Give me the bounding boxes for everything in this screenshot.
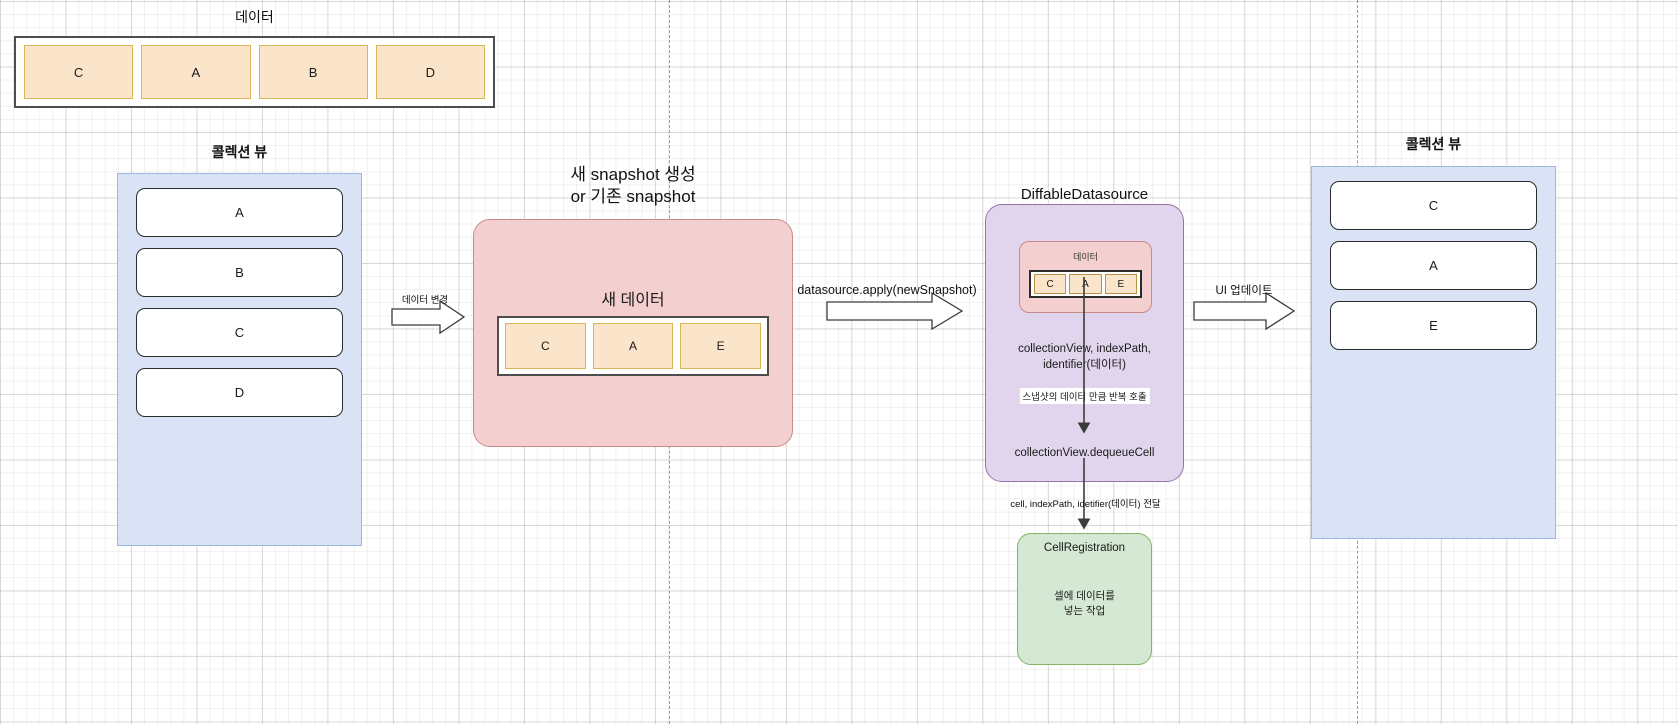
cell-registration-box: CellRegistration 셀에 데이터를 넣는 작업 [1017,533,1152,665]
data-chip: A [141,45,251,99]
datasource-chip: E [1104,274,1137,294]
cell-registration-body: 셀에 데이터를 넣는 작업 [1054,590,1115,617]
snapshot-chip: C [505,323,586,369]
datasource-chip: A [1069,274,1102,294]
data-chip: B [258,45,368,99]
arrow-cell-pass-label: cell, indexPath, idetifier(데이터) 전달 [1010,499,1161,510]
arrow-apply-label: datasource.apply(newSnapshot) [797,283,977,297]
snapshot-title: 새 snapshot 생성 or 기존 snapshot [570,165,696,206]
arrow-data-change-label: 데이터 변경 [401,295,449,306]
data-chip: C [24,45,134,99]
datasource-data-box: 데이터 C A E [1019,241,1152,313]
datasource-chip: C [1034,274,1067,294]
snapshot-chip: E [680,323,762,369]
collection-view-right: C A E [1311,166,1556,539]
snapshot-inner-title: 새 데이터 [601,292,665,309]
collection-cell: D [136,368,343,417]
collection-cell: A [136,188,343,237]
snapshot-box: 새 데이터 C A E [473,219,793,447]
data-chip: D [375,45,485,99]
datasource-loop-note: 스냅샷의 데이터 만큼 반복 호출 [1019,388,1150,404]
collection-cell: A [1330,241,1537,290]
datasource-title: DiffableDatasource [1020,186,1149,203]
diffable-datasource-box: 데이터 C A E collectionView, indexPath, ide… [985,204,1184,482]
collection-cell: B [136,248,343,297]
snapshot-chip: A [592,323,674,369]
datasource-step1-label: collectionView, indexPath, identifier(데이… [1018,343,1151,371]
cell-registration-title: CellRegistration [1043,542,1126,554]
top-data-title: 데이터 [235,9,274,25]
datasource-step2-label: collectionView.dequeueCell [1014,447,1155,459]
collection-right-title: 콜렉션 뷰 [1405,136,1462,152]
snapshot-data-tray: C A E [497,316,769,376]
datasource-data-tray: C A E [1029,270,1142,298]
top-data-container: C A B D [14,36,495,108]
arrow-ui-update-label: UI 업데이트 [1215,285,1273,297]
datasource-data-label: 데이터 [1073,252,1098,262]
collection-left-title: 콜렉션 뷰 [211,144,268,160]
collection-cell: E [1330,301,1537,350]
collection-cell: C [136,308,343,357]
collection-cell: C [1330,181,1537,230]
collection-view-left: A B C D [117,173,362,546]
